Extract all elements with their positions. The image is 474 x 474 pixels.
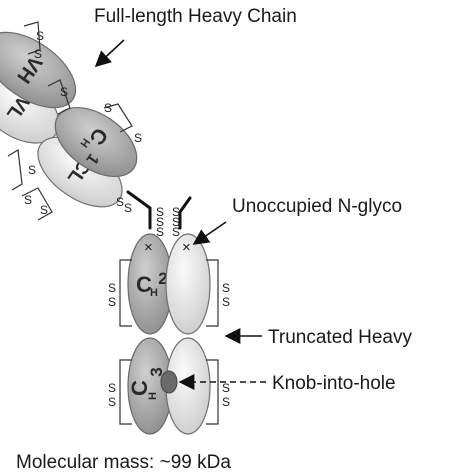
disulfide-label: S xyxy=(172,225,180,239)
hinge xyxy=(126,190,192,230)
ch2-domain-left: C H 2 xyxy=(127,233,173,335)
disulfide-label: S xyxy=(108,395,116,409)
disulfide-label: S xyxy=(222,381,230,395)
disulfide-label: S xyxy=(172,215,180,229)
disulfide-label: S xyxy=(60,85,68,99)
hinge-disulfides: S S S S S S S S xyxy=(116,195,180,239)
truncated-heavy-label: Truncated Heavy xyxy=(268,327,412,348)
disulfide-label: S xyxy=(222,395,230,409)
unoccupied-arrow xyxy=(192,221,227,245)
disulfide-label: S xyxy=(124,201,132,215)
ch3-num: 3 xyxy=(147,367,166,376)
disulfide-label: S xyxy=(34,47,42,61)
disulfide-label: S xyxy=(108,381,116,395)
ch2-sub: H xyxy=(150,287,158,299)
knob-into-hole-label: Knob-into-hole xyxy=(272,373,396,394)
fab-disulfide-brackets xyxy=(7,21,133,221)
molecular-mass-label: Molecular mass: ~99 kDa xyxy=(16,452,231,473)
disulfide-label: S xyxy=(134,131,142,145)
ch3-domain-left: C H 3 xyxy=(127,337,173,435)
ch2-num: 2 xyxy=(158,269,167,288)
disulfide-label: S xyxy=(108,281,116,295)
full-length-arrow xyxy=(94,39,125,68)
disulfide-label: S xyxy=(156,215,164,229)
glyco-site-mark: × xyxy=(144,239,153,256)
ch1-domain: C H 1 xyxy=(54,106,138,178)
disulfide-label: S xyxy=(116,195,124,209)
full-length-heavy-chain-label: Full-length Heavy Chain xyxy=(94,6,297,27)
ch2-label: C xyxy=(136,272,152,297)
fc-disulfide-brackets xyxy=(119,259,219,425)
disulfide-label: S xyxy=(104,101,112,115)
vh-domain: VH xyxy=(0,31,77,109)
fc-disulfide-labels: S S S S S S S S xyxy=(108,281,230,409)
unoccupied-n-glyco-label: Unoccupied N-glyco xyxy=(232,196,402,217)
ch2-domain-right xyxy=(165,233,211,335)
disulfide-label: S xyxy=(172,205,180,219)
fab-disulfide-labels: S S S S S S S S xyxy=(24,29,142,217)
disulfide-label: S xyxy=(36,29,44,43)
disulfide-label: S xyxy=(222,295,230,309)
ch3-label: C xyxy=(127,380,152,396)
disulfide-label: S xyxy=(156,205,164,219)
disulfide-label: S xyxy=(222,281,230,295)
disulfide-label: S xyxy=(108,295,116,309)
disulfide-label: S xyxy=(24,193,32,207)
disulfide-label: S xyxy=(40,203,48,217)
disulfide-label: S xyxy=(28,163,36,177)
glyco-site-mark: × xyxy=(182,239,191,256)
ch3-sub: H xyxy=(147,392,159,400)
knob-into-hole-marker xyxy=(160,370,178,394)
disulfide-label: S xyxy=(156,225,164,239)
